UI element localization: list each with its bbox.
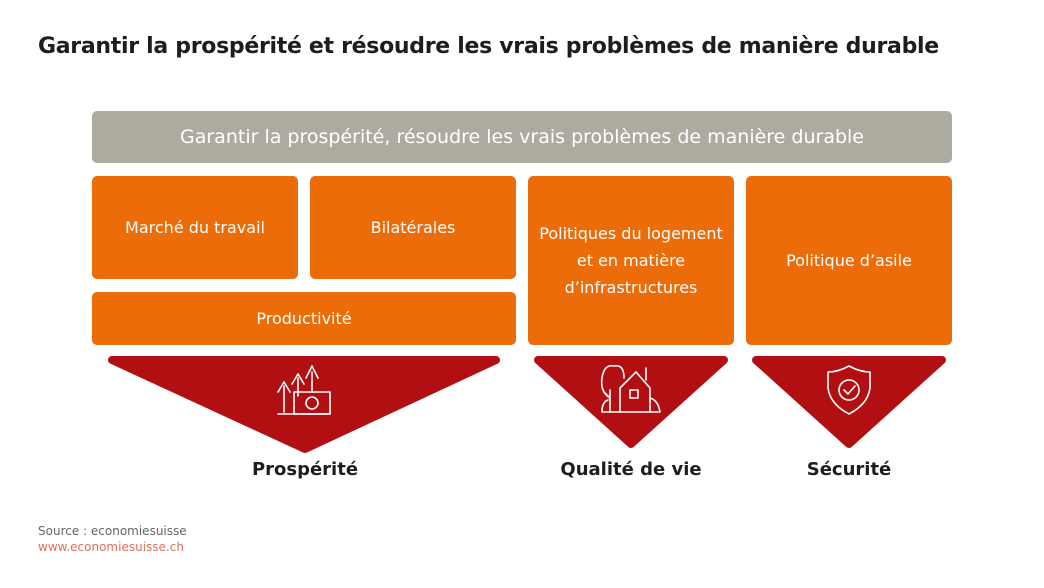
shield-check-icon xyxy=(827,365,871,415)
source-link[interactable]: www.economiesuisse.ch xyxy=(38,540,184,554)
outcome-label-quality: Qualité de vie xyxy=(560,459,702,480)
triangle-prosperity xyxy=(108,356,500,453)
growth-money-icon xyxy=(277,365,331,415)
house-tree-icon xyxy=(600,364,661,413)
box-labour-market: Marché du travail xyxy=(92,176,298,279)
outcome-label-prosperity: Prospérité xyxy=(251,459,359,480)
triangle-quality xyxy=(534,356,728,448)
box-bilateral: Bilatérales xyxy=(310,176,516,279)
box-asylum: Politique d’asile xyxy=(746,176,952,345)
page-title: Garantir la prospérité et résoudre les v… xyxy=(38,34,939,59)
outcome-label-security: Sécurité xyxy=(806,459,892,480)
box-productivity: Productivité xyxy=(92,292,516,345)
banner: Garantir la prospérité, résoudre les vra… xyxy=(92,111,952,163)
box-housing: Politiques du logement et en matière d’i… xyxy=(528,176,734,345)
source-note: Source : economiesuisse xyxy=(38,524,187,538)
triangle-security xyxy=(752,356,946,448)
